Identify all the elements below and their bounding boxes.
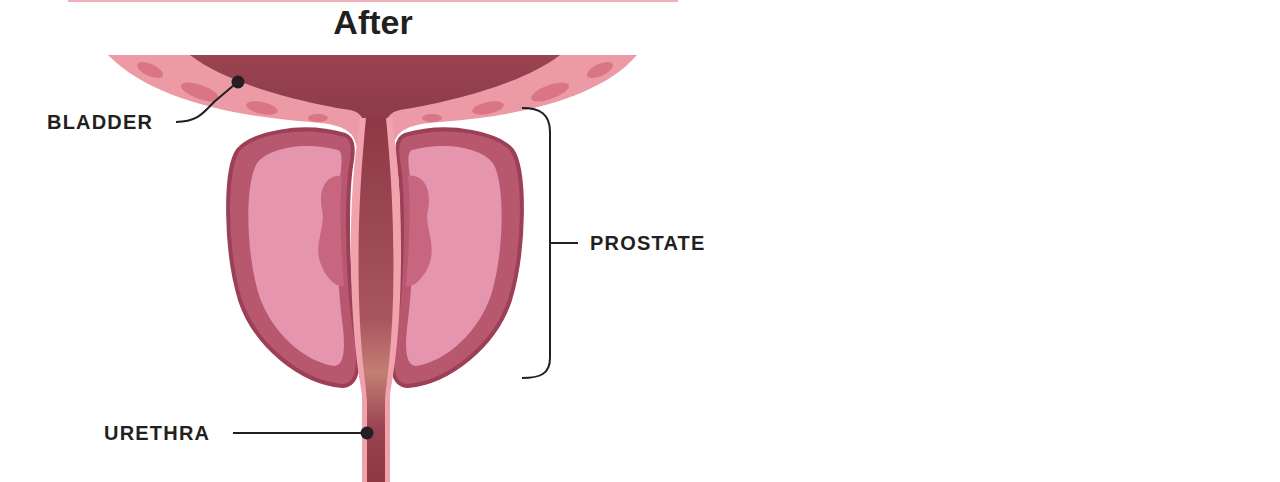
- prostate-lobe: [392, 129, 522, 386]
- leader-dot: [361, 427, 374, 440]
- leader-line: [233, 432, 361, 434]
- leader-dot: [232, 76, 245, 89]
- leader-line: [550, 242, 578, 244]
- bracket: [522, 108, 550, 378]
- diagram-title: After: [333, 2, 412, 42]
- prostate-lobe: [228, 129, 358, 386]
- part-label: URETHRA: [104, 421, 210, 445]
- top-rule: [68, 0, 678, 2]
- urethra-wall: [351, 118, 401, 482]
- part-label: PROSTATE: [590, 231, 706, 255]
- urethra-lumen: [359, 118, 394, 482]
- part-label: BLADDER: [47, 110, 153, 134]
- leader-line: [176, 85, 234, 122]
